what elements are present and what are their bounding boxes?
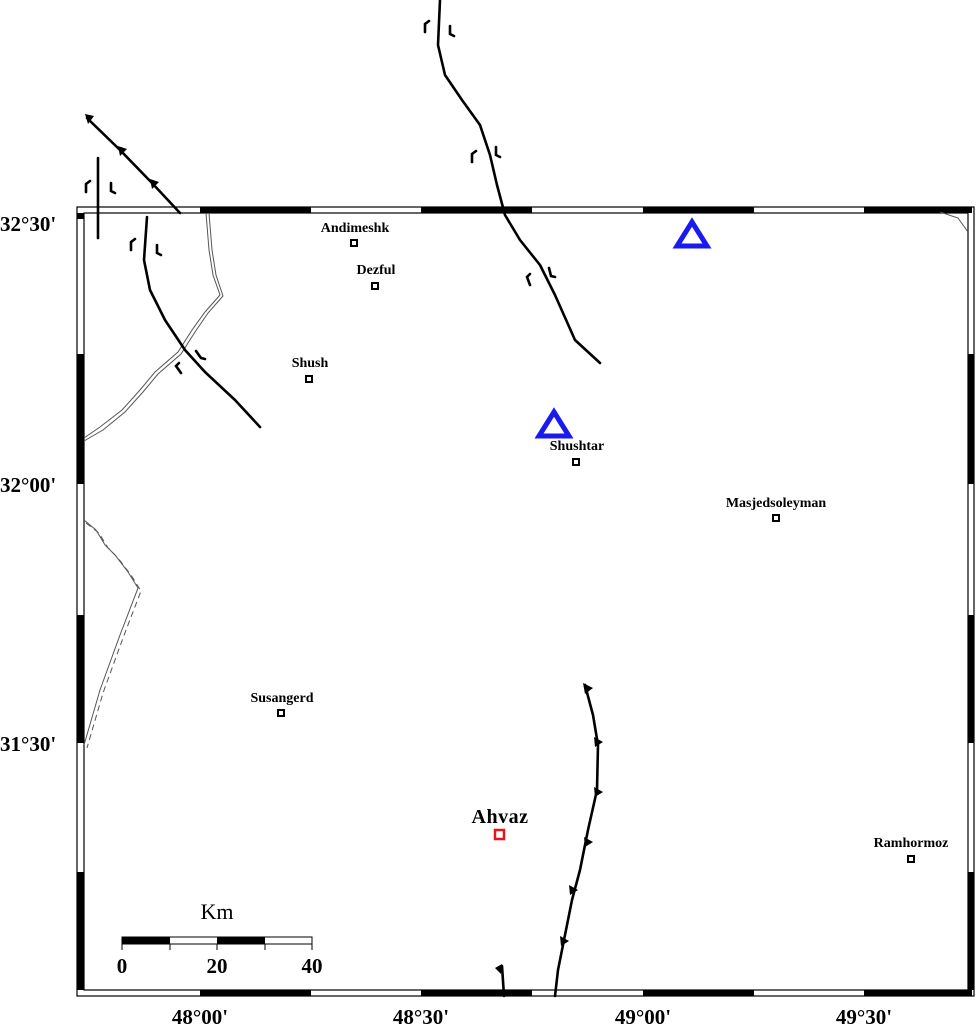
city-shush: Shush (292, 356, 329, 383)
city-susangerd: Susangerd (250, 691, 314, 717)
city-label: Ramhormoz (874, 836, 949, 851)
city-dezful: Dezful (357, 263, 396, 290)
slip-arrows (84, 19, 557, 375)
city-label: Shush (292, 356, 329, 371)
thrust-teeth (85, 114, 603, 974)
lat-tick-label: 32°00' (0, 473, 56, 497)
scale-label: 40 (302, 954, 323, 978)
scale-label: 20 (207, 954, 228, 978)
station-triangle-icon (534, 407, 574, 439)
city-label: Masjedsoleyman (726, 496, 827, 511)
country-border (83, 211, 969, 749)
city-masjedsoleyman: Masjedsoleyman (726, 496, 827, 522)
city-label: Dezful (357, 263, 396, 278)
city-label: Susangerd (250, 691, 313, 706)
scale-unit-label: Km (201, 899, 234, 924)
scale-label: 0 (117, 954, 128, 978)
city-andimeshk: Andimeshk (321, 221, 390, 247)
lat-tick-label: 31°30' (0, 732, 56, 756)
map-frame (76, 206, 975, 997)
lon-tick-label: 48°00' (172, 1005, 228, 1029)
lat-tick-label: 32°30' (0, 212, 56, 236)
capital-ahvaz: Ahvaz (472, 806, 529, 841)
lon-tick-label: 49°30' (836, 1005, 892, 1029)
station-triangle-icon (672, 217, 712, 249)
city-label: Andimeshk (321, 221, 390, 236)
city-ramhormoz: Ramhormoz (874, 836, 949, 863)
capital-label: Ahvaz (472, 806, 529, 828)
lon-tick-label: 48°30' (393, 1005, 449, 1029)
city-shushtar: Shushtar (550, 439, 604, 466)
fault-lines (85, 0, 602, 998)
lon-tick-label: 49°00' (615, 1005, 671, 1029)
city-label: Shushtar (550, 439, 604, 454)
scale-bar: Km 0 20 40 (117, 899, 323, 978)
